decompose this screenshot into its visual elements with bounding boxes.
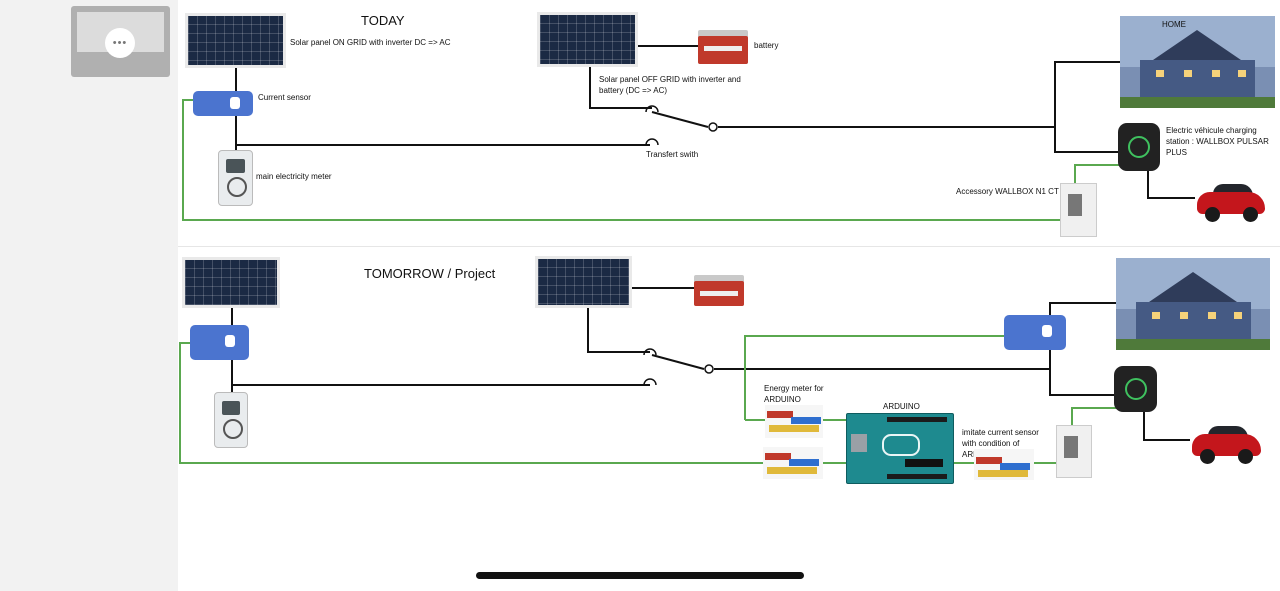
sensor-opening-2	[225, 335, 235, 347]
accessory-label: Accessory WALLBOX N1 CT	[956, 187, 1059, 196]
offgrid-label-line1: Solar panel OFF GRID with inverter and	[599, 75, 741, 84]
wire-to-charger	[1054, 127, 1118, 153]
house-body	[1140, 60, 1255, 98]
wallbox-charger-2	[1114, 366, 1157, 412]
switch-arc-top-tomorrow	[643, 348, 657, 356]
battery-image-2	[694, 275, 744, 306]
imitate-sensor-board	[974, 449, 1034, 480]
green-sensor-loop	[182, 99, 1063, 221]
energy-meter-label-line2: ARDUINO	[764, 395, 801, 404]
green-emeter-to-sensor	[744, 335, 1010, 420]
arduino-logo	[882, 434, 920, 456]
wire-offgrid-to-switch	[589, 62, 652, 109]
today-green-wires	[182, 99, 1123, 221]
electric-car	[1195, 176, 1267, 226]
more-options-button[interactable]: •••	[105, 28, 135, 58]
electricity-meter	[218, 150, 253, 206]
charger-led-ring	[1128, 136, 1150, 158]
solar-panel-ongrid	[185, 13, 286, 68]
charger-label-line1: Electric véhicule charging	[1166, 126, 1257, 135]
current-sensor-clamp	[193, 91, 253, 116]
green-ct-to-charger	[1074, 164, 1123, 185]
wire-offgrid-to-switch-2	[587, 304, 650, 353]
energy-meter-board-1	[765, 405, 823, 438]
current-sensor-clamp-2	[190, 325, 249, 360]
arduino-board	[846, 413, 954, 484]
home-image	[1120, 16, 1275, 108]
transfer-switch-label: Transfert swith	[646, 150, 699, 159]
wire-charger-to-car	[1147, 170, 1195, 199]
solar-panel-offgrid-2	[535, 256, 632, 308]
charger-label-line2: station : WALLBOX PULSAR	[1166, 137, 1269, 146]
wire-switch-lever-2	[651, 354, 705, 370]
imitate-label-line2: with condition of	[962, 439, 1020, 448]
electricity-meter-2	[214, 392, 248, 448]
switch-arc-bottom-tomorrow	[643, 378, 657, 386]
wallbox-ct-accessory-2	[1056, 425, 1092, 478]
section-divider	[178, 246, 1280, 247]
battery-image	[698, 30, 748, 64]
solar-panel-offgrid	[537, 12, 638, 67]
tomorrow-black-wires	[231, 287, 1190, 441]
switch-contact-tomorrow	[704, 364, 714, 374]
wire-to-charger-2	[1049, 369, 1116, 396]
battery-body	[698, 36, 748, 64]
offgrid-label-line2: battery (DC => AC)	[599, 86, 668, 95]
more-options-label: •••	[112, 37, 128, 49]
main-meter-label: main electricity meter	[256, 172, 332, 181]
switch-contact-today	[708, 122, 718, 132]
home-indicator-bar[interactable]	[476, 572, 804, 579]
today-black-wires	[235, 45, 1195, 199]
wire-switch-lever	[651, 111, 709, 128]
house-roof	[1153, 30, 1241, 60]
solar-panel-ongrid-2	[182, 257, 280, 308]
home-image-2	[1116, 258, 1270, 350]
tomorrow-title: TOMORROW / Project	[364, 266, 496, 281]
imitate-label-line1: imitate current sensor	[962, 428, 1039, 437]
green-ct-to-charger-2	[1071, 407, 1118, 428]
energy-meter-board-2	[763, 447, 823, 479]
today-title: TODAY	[361, 13, 405, 28]
home-label: HOME	[1162, 20, 1186, 29]
battery-label: battery	[754, 41, 779, 50]
electric-car-2	[1190, 418, 1263, 468]
tomorrow-green-wires	[179, 335, 1118, 464]
wire-charger-to-car-2	[1143, 412, 1190, 441]
wallbox-ct-accessory	[1060, 183, 1097, 237]
current-sensor-clamp-3	[1004, 315, 1066, 350]
thumbnail-sidebar: •••	[0, 0, 178, 591]
arduino-label: ARDUINO	[883, 402, 920, 411]
charger-label-line3: PLUS	[1166, 148, 1187, 157]
page-thumbnail[interactable]: •••	[71, 6, 170, 77]
energy-meter-label-line1: Energy meter for	[764, 384, 824, 393]
switch-arc-top-today	[645, 105, 659, 113]
meter-display	[226, 159, 245, 173]
switch-arc-bottom-today	[645, 138, 659, 146]
meter-dial	[227, 177, 247, 197]
sensor-opening	[230, 97, 240, 109]
wallbox-charger	[1118, 123, 1160, 171]
wire-ongrid-to-switch	[235, 65, 650, 146]
solar-ongrid-label: Solar panel ON GRID with inverter DC => …	[290, 38, 451, 47]
green-sensor-loop-2	[179, 342, 768, 464]
current-sensor-label: Current sensor	[258, 93, 311, 102]
wire-to-home	[1054, 61, 1120, 127]
